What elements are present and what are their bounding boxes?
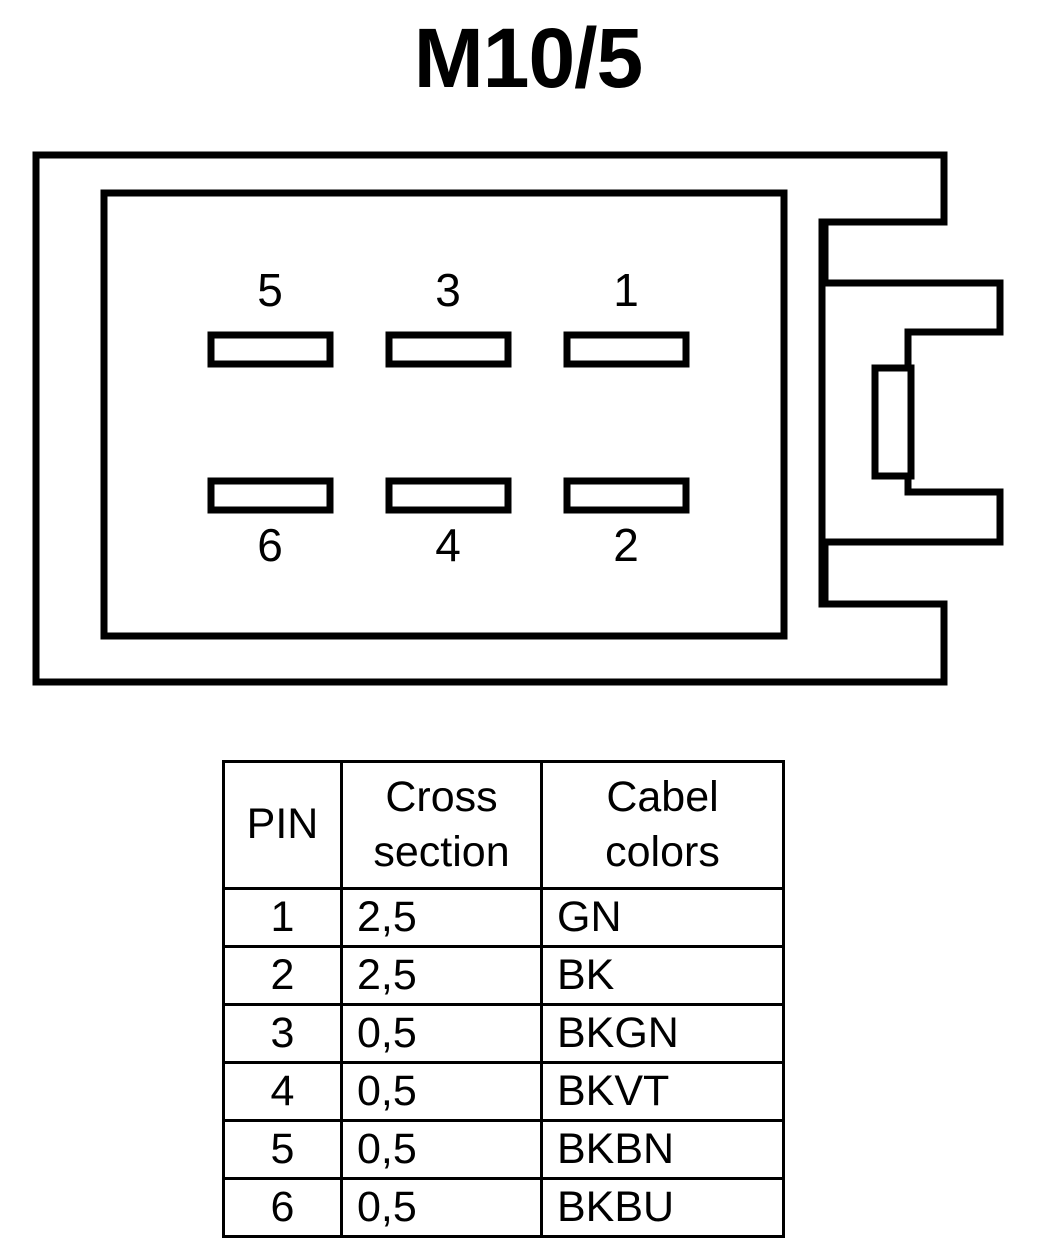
terminal-slot-pin-2 xyxy=(563,477,690,514)
terminal-slot-pin-4 xyxy=(385,477,512,514)
table-row: 4 0,5 BKVT xyxy=(222,1061,785,1123)
terminal-slot-pin-1 xyxy=(563,331,690,368)
connector-housing-svg xyxy=(32,151,1004,686)
column-header-cable-colors-line2: colors xyxy=(605,828,720,876)
pin-number-label-2: 2 xyxy=(613,519,639,571)
table-row: 2 2,5 BK xyxy=(222,945,785,1007)
table-row: 6 0,5 BKBU xyxy=(222,1177,785,1239)
cell-cross-section: 0,5 xyxy=(340,1061,543,1123)
pin-number-label-6: 6 xyxy=(257,519,283,571)
page-title: M10/5 xyxy=(413,11,643,105)
cell-cross-section: 0,5 xyxy=(340,1177,543,1239)
cell-pin: 1 xyxy=(222,886,343,949)
terminal-slot-pin-5 xyxy=(207,331,334,368)
pin-number-label-4: 4 xyxy=(435,519,461,571)
cell-cross-section: 2,5 xyxy=(340,945,543,1007)
column-header-cross-section: Cross section xyxy=(340,760,543,890)
housing-inner-plate xyxy=(100,189,788,640)
cell-cross-section: 0,5 xyxy=(340,1003,543,1065)
cell-cable-color: BKGN xyxy=(540,1003,785,1065)
table-row: 5 0,5 BKBN xyxy=(222,1119,785,1181)
pin-number-label-1: 1 xyxy=(613,264,639,316)
column-header-cross-section-line1: Cross xyxy=(385,772,498,821)
cell-pin: 2 xyxy=(222,945,343,1007)
column-header-cross-section-line2: section xyxy=(373,828,510,876)
column-header-cable-colors-line1: Cabel xyxy=(606,772,719,821)
pin-assignment-table: PIN Cross section Cabel colors 1 2,5 GN … xyxy=(222,760,785,1239)
table-row: 3 0,5 BKGN xyxy=(222,1003,785,1065)
column-header-pin-text: PIN xyxy=(246,800,319,849)
table-row: 1 2,5 GN xyxy=(222,886,785,949)
table-header-row: PIN Cross section Cabel colors xyxy=(222,760,785,890)
cell-cable-color: BK xyxy=(540,945,785,1007)
column-header-cable-colors: Cabel colors xyxy=(540,760,785,890)
cell-cable-color: BKBN xyxy=(540,1119,785,1181)
cell-cable-color: BKVT xyxy=(540,1061,785,1123)
column-header-pin: PIN xyxy=(222,760,343,890)
terminal-slot-pin-6 xyxy=(207,477,334,514)
cell-cross-section: 2,5 xyxy=(340,886,543,949)
latch-retaining-tab xyxy=(871,364,915,480)
housing-outer-outline xyxy=(32,151,948,686)
cell-cable-color: BKBU xyxy=(540,1177,785,1239)
cell-pin: 4 xyxy=(222,1061,343,1123)
pin-number-label-5: 5 xyxy=(257,264,283,316)
cell-cross-section: 0,5 xyxy=(340,1119,543,1181)
cell-pin: 5 xyxy=(222,1119,343,1181)
pin-number-label-3: 3 xyxy=(435,264,461,316)
terminal-slot-pin-3 xyxy=(385,331,512,368)
cell-pin: 3 xyxy=(222,1003,343,1065)
cell-pin: 6 xyxy=(222,1177,343,1239)
cell-cable-color: GN xyxy=(540,886,785,949)
connector-diagram: 5 3 1 6 4 2 xyxy=(0,140,1056,710)
